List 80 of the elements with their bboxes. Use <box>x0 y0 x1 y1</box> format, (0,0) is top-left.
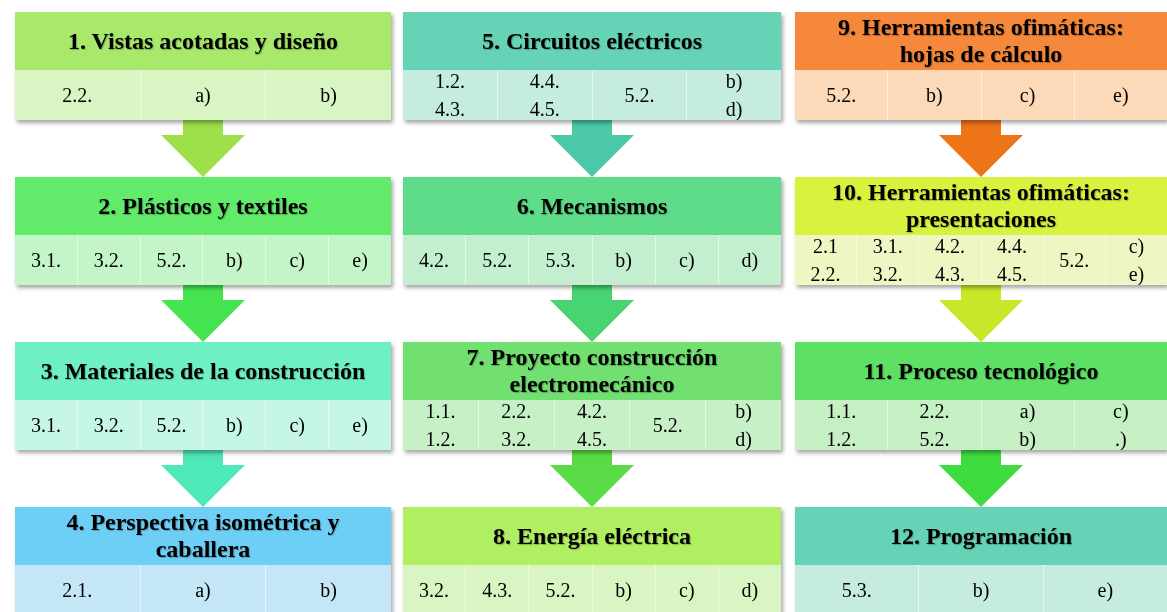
code-cell: c) <box>265 400 329 450</box>
card-heading: 5. Circuitos eléctricos <box>403 12 781 70</box>
code-cell: d) <box>717 565 782 612</box>
code-cell: 5.2. <box>1042 235 1105 285</box>
topic-card <box>795 12 1167 120</box>
code-cell: c) .) <box>1073 400 1167 450</box>
topic-card <box>15 12 391 120</box>
code-cell: 3.2. <box>76 235 140 285</box>
code-cell: 2.1 2.2. <box>795 235 857 285</box>
card-heading: 12. Programación <box>795 507 1167 565</box>
code-cell: c) <box>980 70 1074 120</box>
code-cell: a) <box>139 70 266 120</box>
arrow <box>550 450 634 507</box>
topic-card <box>15 342 391 450</box>
code-cell: c) <box>265 235 329 285</box>
code-cell: b) <box>265 70 391 120</box>
code-cell: 2.2. 5.2. <box>887 400 981 450</box>
card-heading: 11. Proceso tecnológico <box>795 342 1167 400</box>
code-cell: a) b) <box>980 400 1074 450</box>
arrow <box>939 285 1023 342</box>
code-cell: e) <box>1042 565 1167 612</box>
topic-card <box>795 507 1167 612</box>
code-cell: 5.2. <box>139 400 203 450</box>
code-cell: 4.2. 4.5. <box>553 400 630 450</box>
arrow <box>939 120 1023 177</box>
card-heading: 2. Plásticos y textiles <box>15 177 391 235</box>
card-heading: 4. Perspectiva isométrica y caballera <box>15 507 391 565</box>
topic-card <box>403 507 781 612</box>
code-cell: 3.1. <box>15 400 77 450</box>
arrow <box>939 450 1023 507</box>
code-cell: 1.2. 4.3. <box>403 70 497 120</box>
topic-card <box>795 342 1167 450</box>
card-heading: 3. Materiales de la construcción <box>15 342 391 400</box>
arrow <box>161 450 245 507</box>
code-cell: 5.2. <box>795 70 888 120</box>
code-cell: 4.4. 4.5. <box>496 70 592 120</box>
arrow <box>550 120 634 177</box>
topic-card <box>403 12 781 120</box>
card-heading: 10. Herramientas ofimáticas: presentaciones <box>795 177 1167 235</box>
code-cell: b) <box>202 400 266 450</box>
code-cell: b) <box>887 70 981 120</box>
code-cell: b) <box>265 565 391 612</box>
code-cell: b) d) <box>705 400 781 450</box>
code-cell: b) d) <box>686 70 781 120</box>
code-cell: 2.2. <box>15 70 140 120</box>
code-cell: e) <box>328 235 391 285</box>
code-cell: e) <box>1073 70 1167 120</box>
code-cell: c) e) <box>1104 235 1167 285</box>
arrow <box>161 120 245 177</box>
code-cell: 3.1. 3.2. <box>856 235 919 285</box>
card-heading: 8. Energía eléctrica <box>403 507 781 565</box>
code-cell: 5.2. <box>591 70 687 120</box>
code-cell: 1.1. 1.2. <box>403 400 478 450</box>
code-cell: 4.2. 4.3. <box>918 235 981 285</box>
code-cell: 5.3. <box>528 235 592 285</box>
topic-card <box>403 342 781 450</box>
arrow <box>161 285 245 342</box>
code-cell: 5.2. <box>139 235 203 285</box>
topic-card <box>403 177 781 285</box>
arrow <box>550 285 634 342</box>
code-cell: c) <box>654 235 718 285</box>
code-cell: 5.2. <box>465 235 529 285</box>
code-cell: d) <box>717 235 782 285</box>
code-cell: b) <box>202 235 266 285</box>
card-heading: 9. Herramientas ofimáticas: hojas de cálculo <box>795 12 1167 70</box>
code-cell: 1.1. 1.2. <box>795 400 888 450</box>
code-cell: 5.2. <box>629 400 706 450</box>
card-heading: 7. Proyecto construcción electromecánico <box>403 342 781 400</box>
code-cell: 3.1. <box>15 235 77 285</box>
topic-card <box>795 177 1167 285</box>
card-heading: 1. Vistas acotadas y diseño <box>15 12 391 70</box>
code-cell: 4.4. 4.5. <box>980 235 1043 285</box>
code-cell: 4.2. <box>403 235 466 285</box>
code-cell: b) <box>591 235 655 285</box>
topic-card <box>15 507 391 612</box>
code-cell: 3.2. <box>76 400 140 450</box>
code-cell: e) <box>328 400 391 450</box>
card-heading: 6. Mecanismos <box>403 177 781 235</box>
topic-card <box>15 177 391 285</box>
code-cell: 2.2. 3.2. <box>477 400 554 450</box>
